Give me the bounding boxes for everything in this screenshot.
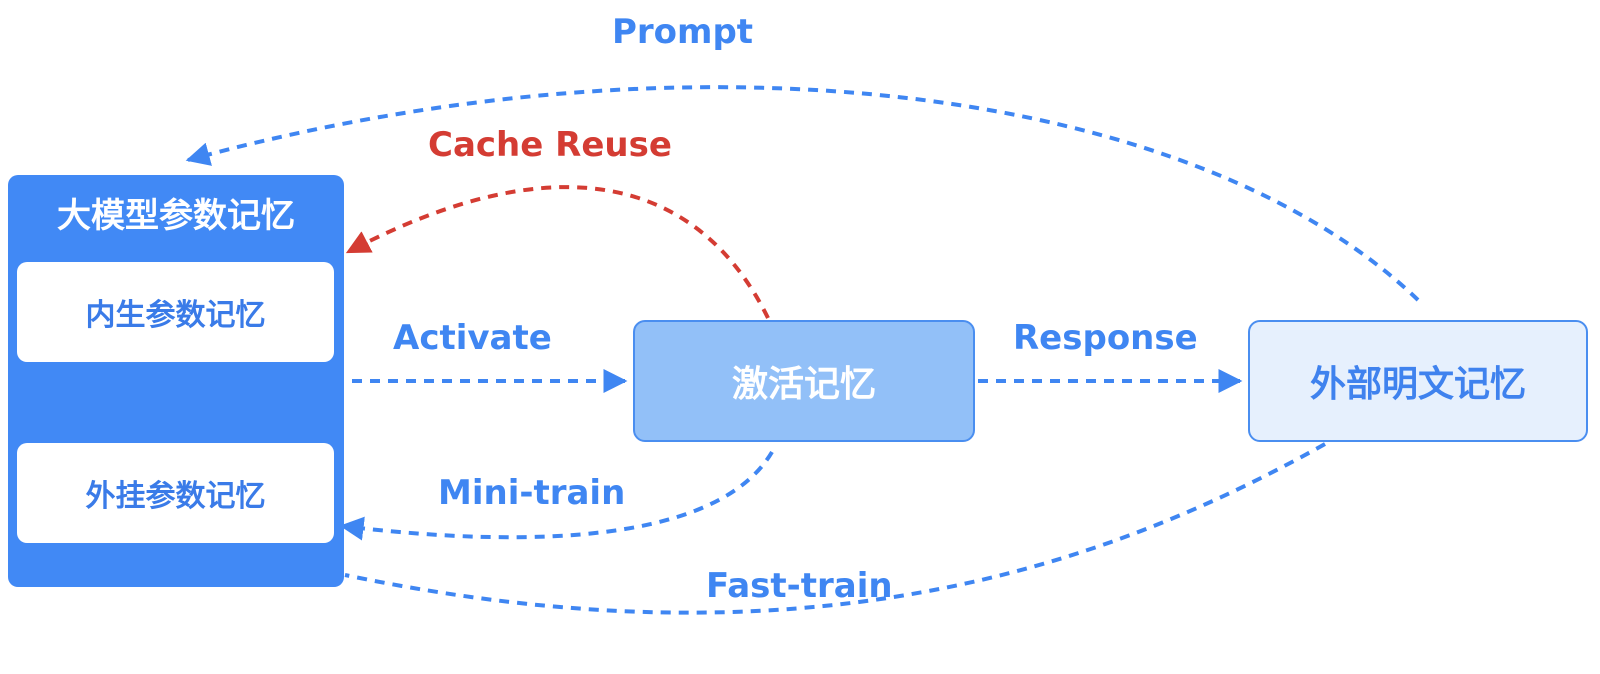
activate-label: Activate [393, 318, 552, 358]
fast-train-label: Fast-train [706, 566, 893, 606]
external-memory-box: 外部明文记忆 [1248, 320, 1588, 442]
fast-train-arrow [344, 442, 1326, 615]
response-label: Response [1013, 318, 1198, 358]
prompt-arrow [185, 85, 1420, 302]
cache-reuse-label: Cache Reuse [428, 125, 672, 165]
mini-train-arrow [339, 450, 774, 541]
cache-reuse-arrow [345, 185, 770, 319]
activated-memory-box: 激活记忆 [633, 320, 975, 442]
plugin-param-memory-box: 外挂参数记忆 [17, 443, 334, 543]
prompt-label: Prompt [612, 12, 754, 52]
native-param-memory-box: 内生参数记忆 [17, 262, 334, 362]
mini-train-label: Mini-train [438, 473, 626, 513]
param-memory-title: 大模型参数记忆 [57, 196, 295, 236]
